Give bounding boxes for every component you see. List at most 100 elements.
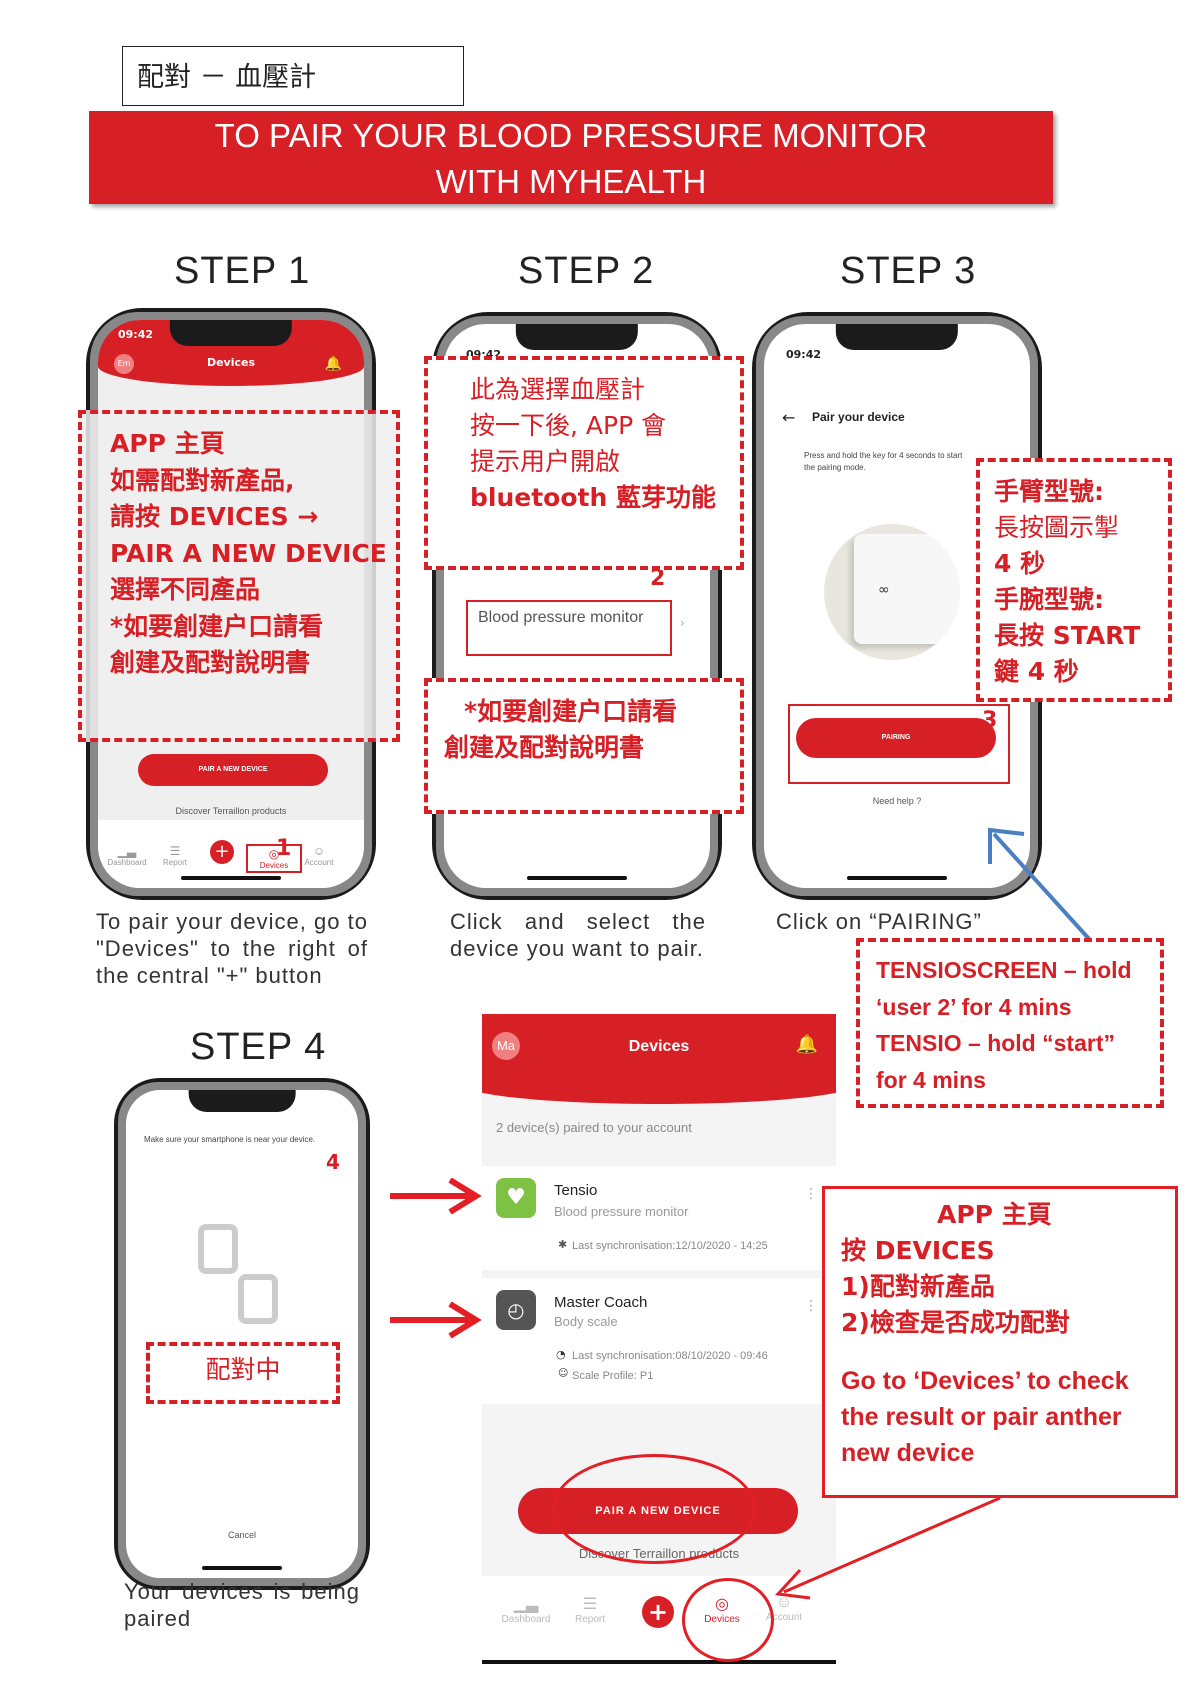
tensio-annotation: TENSIOSCREEN – hold ‘user 2’ for 4 mins … [856, 938, 1164, 1108]
more-options-icon[interactable]: ⋮ [804, 1186, 818, 1202]
step-2-label: STEP 2 [518, 250, 655, 292]
devices-icon: ◎ [268, 847, 280, 861]
pairing-instruction: Press and hold the key for 4 seconds to … [804, 451, 963, 472]
ann-line: 2)檢查是否成功配對 [841, 1308, 1070, 1337]
red-pointer-icon [774, 1496, 1001, 1600]
ann-line: 手臂型號: [994, 477, 1104, 506]
ann-line: *如要創建户口請看 [110, 611, 324, 641]
step-2-marker: 2 [650, 566, 666, 591]
report-icon: ☰ [582, 1596, 598, 1613]
proximity-notice: Make sure your smartphone is near your d… [144, 1135, 316, 1144]
device-type: Blood pressure monitor [554, 1204, 689, 1219]
status-time: 09:42 [786, 348, 822, 361]
bell-icon[interactable]: 🔔 [324, 356, 342, 372]
add-button[interactable]: + [642, 1596, 674, 1628]
scale-gauge-icon: ◴ [496, 1290, 536, 1330]
red-arrow-icon [390, 1178, 482, 1215]
device-key-image: ∞ [824, 524, 960, 660]
banner-line-1: TO PAIR YOUR BLOOD PRESSURE MONITOR [214, 117, 928, 154]
step-4-label: STEP 4 [190, 1026, 327, 1068]
chevron-right-icon: › [680, 616, 685, 630]
phone-outline-icon [198, 1224, 238, 1274]
ann-line: 提示用户開啟 [470, 447, 621, 476]
highlight-circle [682, 1578, 774, 1662]
device-card-tensio[interactable]: ♥ Tensio Blood pressure monitor ⋮ ✱ Last… [482, 1166, 836, 1270]
profile-icon: ☺ [558, 1368, 569, 1379]
banner-line-2: WITH MYHEALTH [435, 163, 707, 200]
step-1-marker: 1 [276, 836, 292, 861]
ann-line: ‘user 2’ for 4 mins [876, 993, 1072, 1020]
avatar[interactable]: Em [114, 354, 134, 374]
device-card-master-coach[interactable]: ◴ Master Coach Body scale ⋮ ◔ Last synch… [482, 1278, 836, 1404]
screen-title: Devices [206, 356, 256, 369]
pairing-in-progress: 配對中 [205, 1355, 281, 1384]
step-2-annotation-bottom: *如要創建户口請看 創建及配對說明書 [424, 678, 744, 814]
step-1-annotation: APP 主頁 如需配對新產品, 請按 DEVICES → PAIR A NEW … [78, 410, 400, 742]
nav-dashboard[interactable]: ▁▃Dashboard [102, 844, 152, 867]
ann-line: for 4 mins [876, 1066, 986, 1093]
step-2-annotation-top: 此為選擇血壓計 按一下後, APP 會 提示用户開啟 bluetooth 藍芽功… [424, 356, 744, 570]
device-type: Body scale [554, 1314, 618, 1329]
nav-report[interactable]: ☰Report [150, 844, 200, 867]
pair-new-device-button[interactable]: PAIR A NEW DEVICE [138, 754, 328, 786]
nav-account[interactable]: ☺Account [754, 1594, 814, 1623]
ann-line: Go to ‘Devices’ to check [841, 1367, 1129, 1395]
step-1-label: STEP 1 [174, 250, 311, 292]
ann-line: 如需配對新產品, [110, 465, 295, 495]
last-sync: Last synchronisation:08/10/2020 - 09:46 [572, 1350, 768, 1362]
step-3-label: STEP 3 [840, 250, 977, 292]
ann-line: TENSIO – hold “start” [876, 1030, 1115, 1056]
nav-account[interactable]: ☺Account [294, 844, 344, 867]
ann-line: TENSIOSCREEN – hold [876, 957, 1132, 983]
report-icon: ☰ [169, 844, 181, 858]
dashboard-icon: ▁▃ [513, 1596, 539, 1613]
ann-line: APP 主頁 [937, 1200, 1052, 1229]
blood-pressure-option[interactable]: Blood pressure monitor [466, 600, 672, 656]
nav-report[interactable]: ☰Report [560, 1594, 620, 1625]
device-name: Tensio [554, 1182, 598, 1199]
status-time: 09:42 [118, 328, 154, 341]
add-button[interactable]: + [210, 840, 234, 864]
bell-icon[interactable]: 🔔 [795, 1034, 818, 1055]
step-4-screen: Make sure your smartphone is near your d… [126, 1090, 358, 1578]
account-icon: ☺ [775, 1594, 793, 1611]
title-banner: TO PAIR YOUR BLOOD PRESSURE MONITOR WITH… [89, 111, 1053, 204]
device-name: Master Coach [554, 1294, 648, 1311]
step-1-description: To pair your device, go to "Devices" to … [96, 909, 368, 988]
ann-line: 創建及配對說明書 [110, 648, 311, 677]
need-help-link[interactable]: Need help ? [872, 796, 922, 806]
ann-line: *如要創建户口請看 [464, 697, 678, 726]
step-4-phone: Make sure your smartphone is near your d… [114, 1078, 370, 1590]
step-3-screen: 09:42 ← Pair your device Press and hold … [764, 324, 1030, 888]
avatar[interactable]: Ma [492, 1032, 520, 1060]
last-sync: Last synchronisation:12/10/2020 - 14:25 [572, 1240, 768, 1252]
nav-dashboard[interactable]: ▁▃Dashboard [496, 1594, 556, 1625]
ann-line: 創建及配對說明書 [444, 733, 645, 762]
ann-line: PAIR A NEW DEVICE [110, 538, 387, 568]
cancel-link[interactable]: Cancel [227, 1530, 256, 1540]
red-arrow-icon [390, 1302, 482, 1339]
more-options-icon[interactable]: ⋮ [804, 1298, 818, 1314]
wifi-icon: ◔ [556, 1348, 566, 1361]
ann-line: 長按 START [994, 621, 1141, 650]
dashboard-icon: ▁▃ [117, 844, 137, 858]
paired-count: 2 device(s) paired to your account [496, 1120, 692, 1135]
step-4-description: Your devices is being paired [124, 1579, 360, 1631]
ann-line: bluetooth 藍芽功能 [470, 483, 716, 512]
nav-devices[interactable]: ◎Devices [246, 844, 302, 873]
discover-link[interactable]: Discover Terraillon products [175, 806, 287, 816]
blue-arrow-icon [988, 827, 1092, 942]
ann-line: new device [841, 1439, 975, 1467]
account-icon: ☺ [312, 844, 326, 858]
screen-title: Pair your device [812, 410, 905, 424]
highlight-circle [552, 1454, 756, 1564]
step-4-marker: 4 [326, 1150, 340, 1174]
final-note-box: APP 主頁 按 DEVICES 1)配對新產品 2)檢查是否成功配對 Go t… [822, 1186, 1178, 1498]
ann-line: 此為選擇血壓計 [470, 375, 646, 404]
back-arrow-icon[interactable]: ← [782, 408, 796, 427]
ann-line: 選擇不同產品 [110, 575, 261, 604]
ann-line: 1)配對新產品 [841, 1272, 995, 1301]
pairing-button[interactable]: PAIRING [796, 718, 996, 758]
heart-pulse-icon: ♥ [496, 1178, 536, 1218]
ann-line: 按 DEVICES [841, 1236, 995, 1265]
